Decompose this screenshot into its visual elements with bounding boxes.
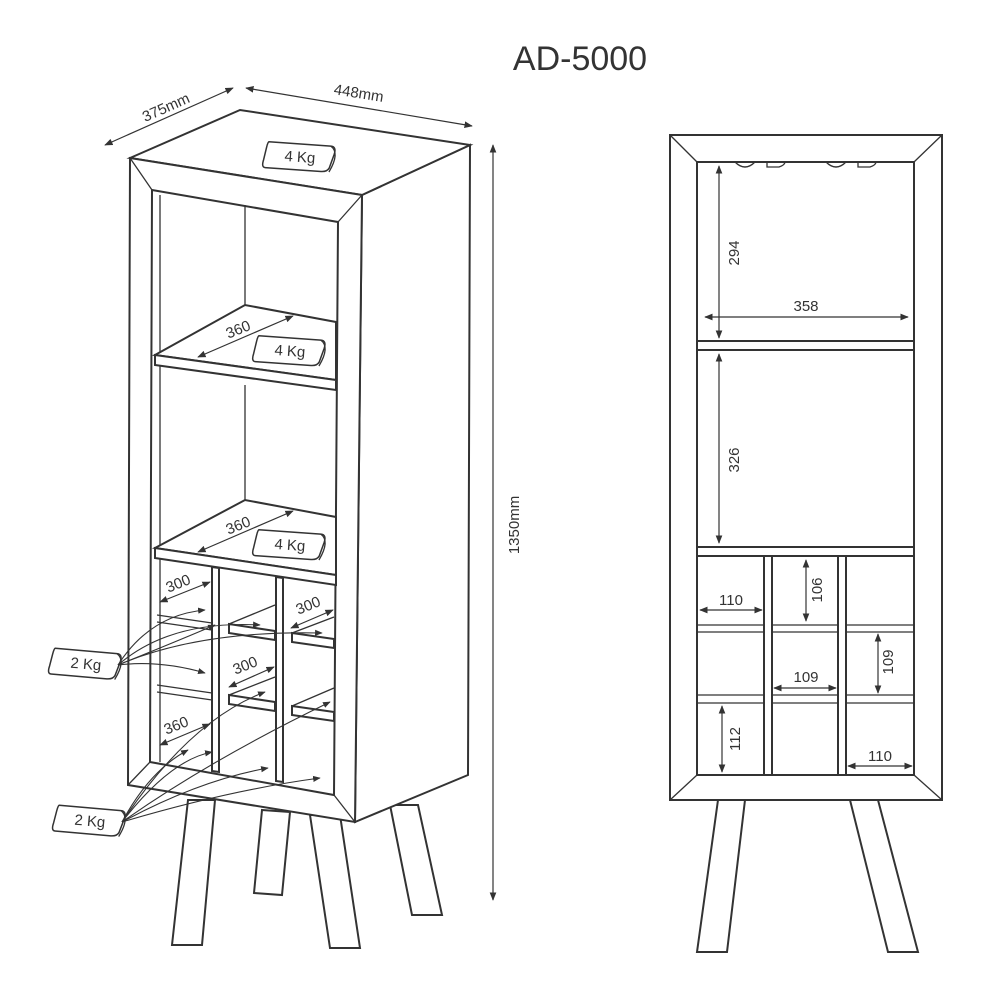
- leg-right: [848, 799, 920, 953]
- load-badge-shelf-lower: 4 Kg: [251, 528, 327, 562]
- load-badge-shelf-upper: 4 Kg: [251, 334, 327, 368]
- load-badge-top: 4 Kg: [261, 140, 337, 174]
- rack-cell-height-middle: 109: [880, 649, 897, 674]
- legs: [170, 799, 444, 949]
- top-compartment-height: 294: [726, 240, 743, 265]
- depth-dimension-line: [104, 87, 234, 146]
- wine-rack: [156, 565, 335, 784]
- svg-text:4 Kg: 4 Kg: [274, 536, 306, 555]
- depth-label: 375mm: [140, 90, 193, 126]
- svg-text:4 Kg: 4 Kg: [274, 342, 306, 361]
- cabinet-side: [353, 143, 472, 824]
- middle-compartment-height: 326: [726, 447, 743, 472]
- perspective-view: 375mm 448mm 1350mm 360 360 300 300 300 3…: [47, 81, 523, 949]
- width-dimension-line: [245, 85, 473, 129]
- load-badge-bottles-lower: 2 Kg: [51, 804, 127, 838]
- rack-cell-width-right: 110: [868, 748, 892, 765]
- svg-text:4 Kg: 4 Kg: [284, 148, 316, 167]
- leg-left: [695, 799, 747, 953]
- svg-text:2 Kg: 2 Kg: [74, 812, 106, 832]
- rack-cell-width-middle: 109: [793, 669, 818, 686]
- width-label: 448mm: [333, 81, 385, 106]
- rack-cell-height-top: 106: [809, 577, 826, 602]
- height-label: 1350mm: [506, 496, 523, 554]
- load-arrows: [117, 607, 331, 823]
- inner-width: 358: [793, 298, 818, 315]
- rack-cell-width-left: 110: [719, 592, 743, 609]
- front-view: 294 358 326 110 106 109 109 112 110: [669, 134, 943, 953]
- product-title: AD-5000: [513, 40, 647, 78]
- svg-text:2 Kg: 2 Kg: [70, 655, 102, 675]
- glass-holders: [734, 161, 877, 168]
- rack-cell-height-bottom: 112: [727, 727, 744, 751]
- load-badge-bottles-upper: 2 Kg: [47, 647, 123, 681]
